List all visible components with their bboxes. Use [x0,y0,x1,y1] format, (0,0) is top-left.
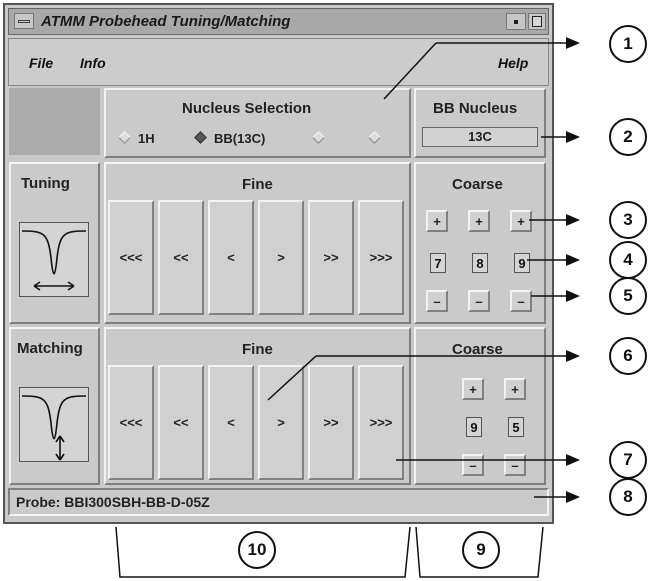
tuning-fine-panel: Fine <<< << < > >> >>> [104,162,411,324]
tuning-fine-cw3-button[interactable]: >>> [358,200,404,315]
maximize-icon [532,16,542,27]
callout-badge: 3 [609,201,647,239]
tuning-fine-cw2-button[interactable]: >> [308,200,354,315]
callout-badge: 9 [462,531,500,569]
tuning-fine-ccw3-button[interactable]: <<< [108,200,154,315]
tuning-coarse-value: 8 [472,253,488,273]
tuning-coarse-minus-button[interactable]: – [510,290,532,312]
tuning-coarse-plus-button[interactable]: + [510,210,532,232]
menu-info[interactable]: Info [80,55,106,71]
matching-coarse-title: Coarse [452,341,503,358]
window-menu-icon [18,20,30,23]
tuning-fine-ccw1-button[interactable]: < [208,200,254,315]
bb-nucleus-title: BB Nucleus [433,100,518,117]
tuning-coarse-title: Coarse [452,176,503,193]
matching-fine-panel: Fine <<< << < > >> >>> [104,327,411,485]
matching-fine-ccw3-button[interactable]: <<< [108,365,154,480]
nucleus-selection-title: Nucleus Selection [182,100,312,117]
matching-fine-cw3-button[interactable]: >>> [358,365,404,480]
matching-coarse-panel: Coarse + + 9 5 – – [414,327,546,485]
tuning-coarse-plus-button[interactable]: + [468,210,490,232]
tuning-fine-cw1-button[interactable]: > [258,200,304,315]
callout-badge: 10 [238,531,276,569]
matching-fine-ccw1-button[interactable]: < [208,365,254,480]
blank-panel [9,88,100,155]
window-menu-button[interactable] [14,13,34,29]
matching-coarse-plus-button[interactable]: + [462,378,484,400]
menu-file[interactable]: File [29,55,54,71]
callout-badge: 1 [609,25,647,63]
tuning-label: Tuning [21,175,70,192]
title-bar[interactable]: ATMM Probehead Tuning/Matching [8,8,549,35]
bb-nucleus-field[interactable]: 13C [422,127,538,147]
matching-coarse-plus-button[interactable]: + [504,378,526,400]
app-window: ATMM Probehead Tuning/Matching File Info… [3,3,554,524]
nucleus-option-label: 1H [138,131,155,146]
minimize-icon [514,20,518,24]
tuning-label-panel: Tuning [9,162,100,324]
window-title: ATMM Probehead Tuning/Matching [41,13,291,30]
maximize-button[interactable] [528,13,546,30]
bb-nucleus-panel: BB Nucleus 13C [414,88,546,158]
tuning-curve-icon [19,222,89,297]
callout-badge: 6 [609,337,647,375]
minimize-button[interactable] [506,13,526,30]
matching-fine-ccw2-button[interactable]: << [158,365,204,480]
callout-badge: 2 [609,118,647,156]
matching-label: Matching [17,340,83,357]
matching-fine-title: Fine [242,341,273,358]
callout-badge: 4 [609,241,647,279]
matching-fine-cw1-button[interactable]: > [258,365,304,480]
menu-help[interactable]: Help [498,55,529,71]
matching-label-panel: Matching [9,327,100,485]
nucleus-option-label: BB(13C) [214,131,266,146]
probe-status-bar: Probe: BBI300SBH-BB-D-05Z [8,488,549,516]
matching-coarse-value: 9 [466,417,482,437]
tuning-coarse-minus-button[interactable]: – [426,290,448,312]
tuning-fine-ccw2-button[interactable]: << [158,200,204,315]
tuning-fine-title: Fine [242,176,273,193]
tuning-coarse-panel: Coarse + + + 7 8 9 – – – [414,162,546,324]
nucleus-option-bb13c[interactable]: BB(13C) [194,131,266,146]
tuning-coarse-minus-button[interactable]: – [468,290,490,312]
tuning-coarse-plus-button[interactable]: + [426,210,448,232]
callout-badge: 5 [609,277,647,315]
tuning-coarse-value: 7 [430,253,446,273]
matching-fine-cw2-button[interactable]: >> [308,365,354,480]
callout-badge: 7 [609,441,647,479]
nucleus-option-1h[interactable]: 1H [118,131,155,146]
matching-curve-icon [19,387,89,462]
callout-badge: 8 [609,478,647,516]
nucleus-selection-panel: Nucleus Selection 1H BB(13C) [104,88,411,158]
menu-bar: File Info Help [8,38,549,86]
matching-coarse-value: 5 [508,417,524,437]
tuning-coarse-value: 9 [514,253,530,273]
